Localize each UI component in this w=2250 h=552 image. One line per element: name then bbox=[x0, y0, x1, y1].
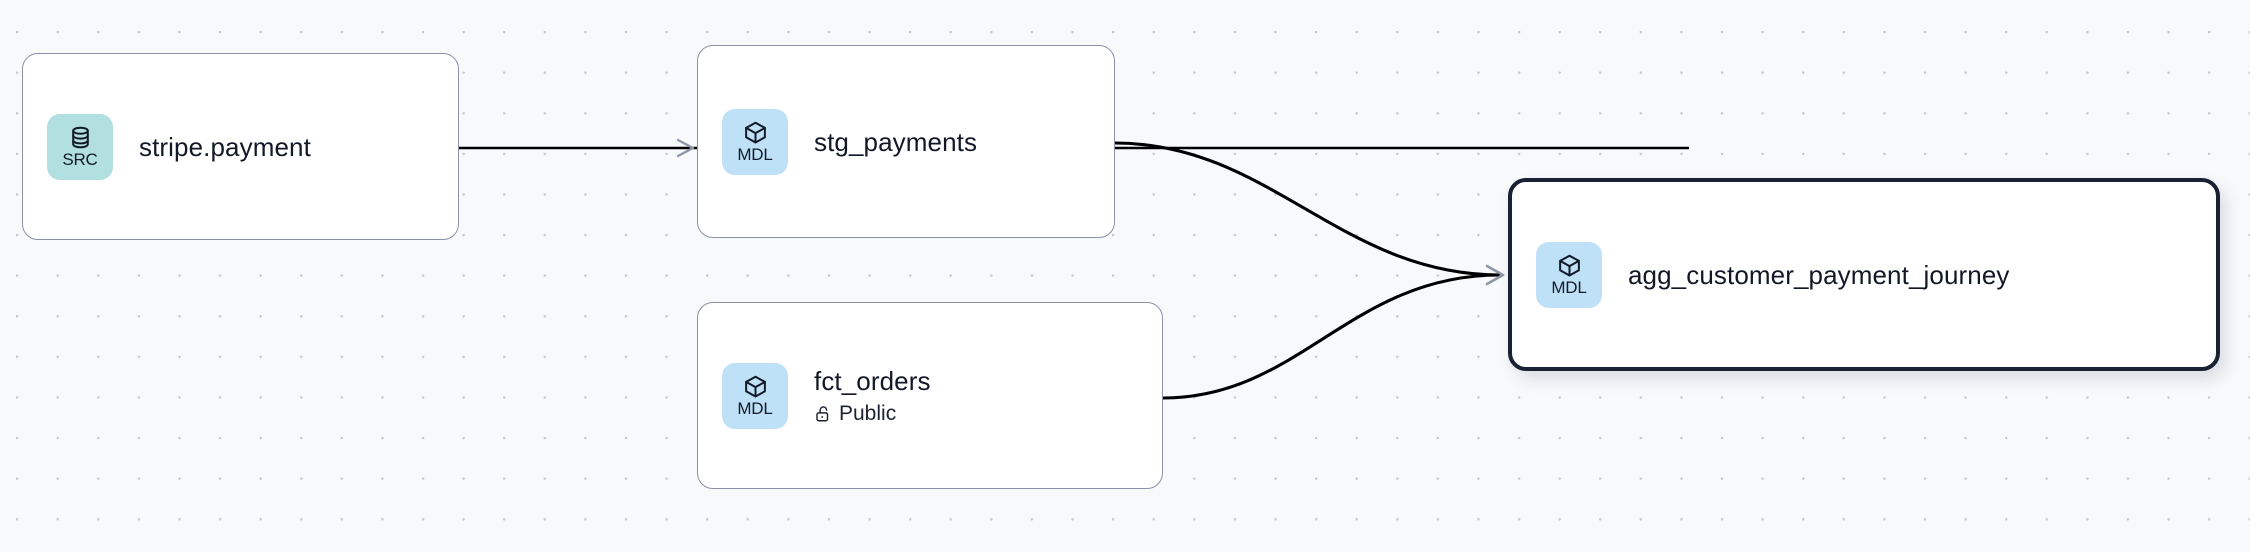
lineage-node-agg-customer-payment-journey[interactable]: MDL agg_customer_payment_journey bbox=[1508, 178, 2220, 371]
node-title: stg_payments bbox=[814, 126, 978, 157]
node-type-badge-mdl: MDL bbox=[722, 362, 788, 429]
node-visibility: Public bbox=[814, 402, 931, 426]
node-visibility-label: Public bbox=[839, 401, 897, 425]
arrowhead-icon bbox=[676, 138, 695, 158]
node-type-badge-label: MDL bbox=[737, 398, 773, 418]
node-type-badge-label: MDL bbox=[737, 144, 773, 164]
node-type-badge-mdl: MDL bbox=[1536, 241, 1602, 308]
node-body: fct_orders Public bbox=[814, 366, 931, 426]
arrowhead-icon bbox=[1485, 264, 1505, 286]
node-type-badge-mdl: MDL bbox=[722, 108, 788, 175]
lineage-node-stg-payments[interactable]: MDL stg_payments bbox=[697, 45, 1115, 238]
node-type-badge-src: SRC bbox=[47, 113, 113, 180]
cube-icon bbox=[1557, 253, 1582, 278]
node-body: stg_payments bbox=[814, 127, 977, 157]
database-icon bbox=[68, 125, 93, 150]
lineage-node-stripe-payment[interactable]: SRC stripe.payment bbox=[22, 53, 459, 240]
node-type-badge-label: SRC bbox=[62, 149, 98, 169]
cube-icon bbox=[743, 120, 768, 145]
node-title: stripe.payment bbox=[139, 131, 311, 162]
cube-icon bbox=[743, 374, 768, 399]
node-title: agg_customer_payment_journey bbox=[1628, 259, 2010, 290]
edge-fct-to-agg bbox=[1161, 273, 1502, 400]
node-title: fct_orders bbox=[814, 365, 931, 396]
lineage-node-fct-orders[interactable]: MDL fct_orders Public bbox=[697, 302, 1163, 489]
unlock-icon bbox=[814, 405, 832, 423]
edge-stg-to-agg bbox=[1113, 141, 1502, 277]
node-type-badge-label: MDL bbox=[1551, 277, 1587, 297]
node-body: stripe.payment bbox=[139, 132, 311, 162]
node-body: agg_customer_payment_journey bbox=[1628, 260, 2009, 290]
